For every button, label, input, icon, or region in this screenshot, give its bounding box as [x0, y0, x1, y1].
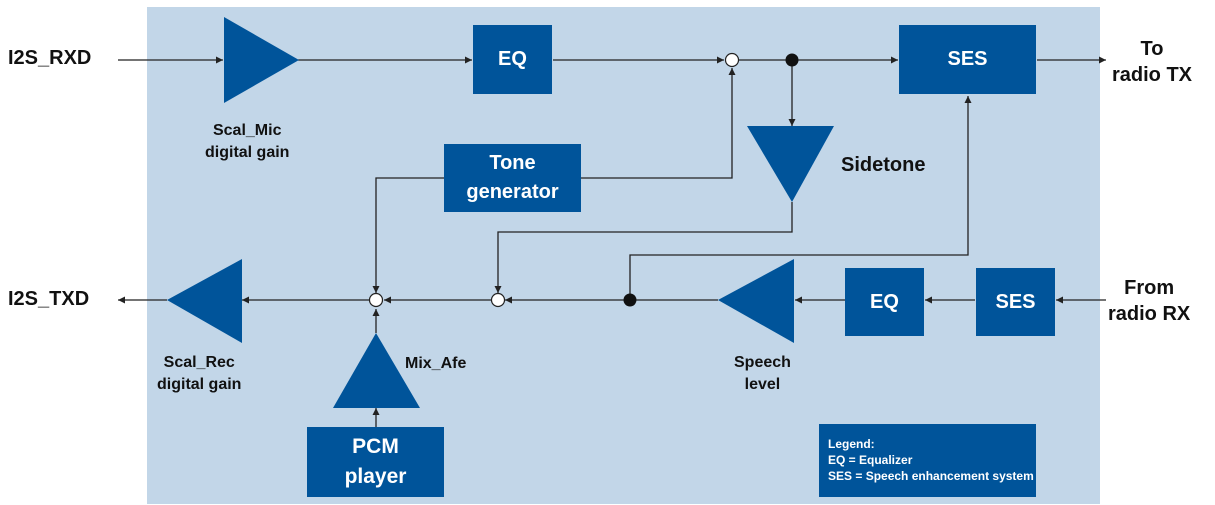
ses-rx-block: SES	[976, 268, 1055, 336]
tx-mixer-node	[724, 52, 740, 68]
speech-level-line2: level	[744, 376, 781, 393]
speech-level-label: Speech level	[734, 352, 791, 396]
mix-afe-label: Mix_Afe	[405, 355, 467, 372]
scal-rec-line1: Scal_Rec	[163, 354, 235, 371]
scal-rec-label: Scal_Rec digital gain	[157, 352, 241, 396]
speech-level-line1: Speech	[734, 354, 791, 371]
wire-tone-to-tx-mixer	[581, 68, 736, 179]
wire-rx-ref-to-ses	[629, 96, 972, 300]
to-radio-tx-line2: radio TX	[1112, 64, 1193, 86]
i2s-txd-label: I2S_TXD	[8, 288, 90, 310]
eq-tx-block: EQ	[473, 25, 552, 94]
scal-rec-triangle	[167, 259, 242, 343]
to-radio-tx-label: To radio TX	[1112, 36, 1192, 88]
to-radio-tx-line1: To	[1140, 38, 1164, 60]
tone-generator-block: Tone generator	[444, 144, 581, 212]
scal-mic-label: Scal_Mic digital gain	[205, 120, 289, 164]
from-radio-rx-label: From radio RX	[1108, 275, 1190, 327]
eq-rx-label: EQ	[870, 290, 899, 313]
ses-tx-label: SES	[947, 48, 988, 70]
sidetone-label: Sidetone	[841, 154, 926, 176]
pcm-player-label-line2: player	[344, 465, 407, 488]
scal-mic-line2: digital gain	[205, 144, 290, 161]
rx-mixer-node-left	[368, 292, 384, 308]
ses-tx-block: SES	[899, 25, 1036, 94]
eq-rx-block: EQ	[845, 268, 924, 336]
rx-mixer-node-right	[490, 292, 506, 308]
legend-box: Legend: EQ = Equalizer SES = Speech enha…	[819, 424, 1036, 497]
sidetone-triangle	[747, 126, 834, 202]
eq-tx-label: EQ	[498, 48, 527, 70]
from-radio-rx-line1: From	[1124, 277, 1175, 299]
speech-level-triangle	[718, 259, 794, 343]
scal-rec-line2: digital gain	[157, 376, 242, 393]
pcm-player-label-line1: PCM	[352, 435, 399, 458]
tone-generator-label-line1: Tone	[489, 152, 536, 174]
legend-eq-line: EQ = Equalizer	[828, 453, 913, 467]
from-radio-rx-line2: radio RX	[1108, 303, 1191, 325]
scal-mic-line1: Scal_Mic	[212, 122, 282, 139]
mix-afe-triangle	[333, 333, 420, 408]
i2s-rxd-label: I2S_RXD	[8, 47, 92, 69]
wire-sidetone-to-mixer	[494, 202, 793, 293]
pcm-player-block: PCM player	[307, 427, 444, 497]
rx-junction	[623, 293, 637, 307]
scal-mic-triangle	[224, 17, 299, 103]
ses-rx-label: SES	[995, 290, 1036, 313]
tx-junction	[785, 53, 799, 67]
legend-ses-line: SES = Speech enhancement system	[828, 469, 1034, 483]
legend-title: Legend:	[828, 437, 875, 451]
tone-generator-label-line2: generator	[466, 181, 559, 203]
wire-tone-to-rx-mixer	[372, 177, 444, 293]
